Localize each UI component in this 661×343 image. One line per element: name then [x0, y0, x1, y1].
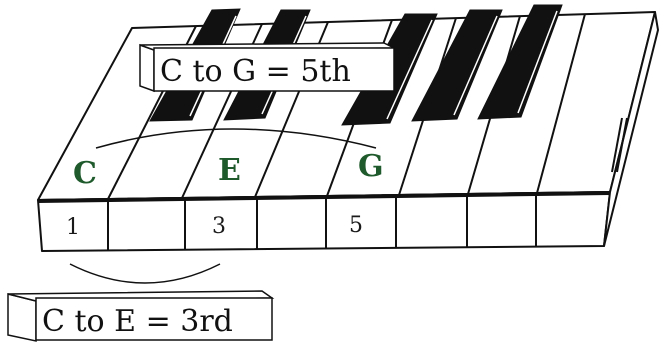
third-label-box [35, 297, 273, 341]
black-key-highlight [386, 19, 433, 120]
keyboard-front-edge [37, 191, 611, 203]
black-key [411, 9, 503, 122]
front-key-dividers [107, 195, 537, 250]
fifth-label-text: C to G = 5th [160, 54, 351, 89]
black-key-highlight [517, 10, 558, 114]
key-divider [536, 13, 586, 194]
third-interval-label: C to E = 3rd [7, 290, 275, 342]
key-number-1: 1 [66, 215, 80, 240]
note-g-label: G [358, 149, 384, 184]
note-e-label: E [218, 153, 241, 188]
third-interval-arc [69, 263, 221, 284]
black-key-highlight [453, 15, 498, 116]
keyboard-right-side-detail-2 [616, 117, 628, 173]
keyboard-right-side [603, 11, 659, 247]
fifth-label-box-side [139, 43, 155, 93]
keyboard-top-surface [37, 11, 656, 201]
fifth-label-box [153, 47, 395, 92]
fifth-interval-label: C to G = 5th [139, 42, 395, 93]
key-number-5: 5 [349, 213, 363, 238]
third-label-box-side [7, 293, 37, 342]
black-key [477, 4, 563, 120]
fifth-interval-arc [95, 128, 377, 149]
key-number-3: 3 [212, 214, 226, 239]
note-c-label: C [73, 156, 97, 191]
third-label-text: C to E = 3rd [42, 304, 233, 339]
keyboard-right-side-detail [611, 117, 623, 173]
